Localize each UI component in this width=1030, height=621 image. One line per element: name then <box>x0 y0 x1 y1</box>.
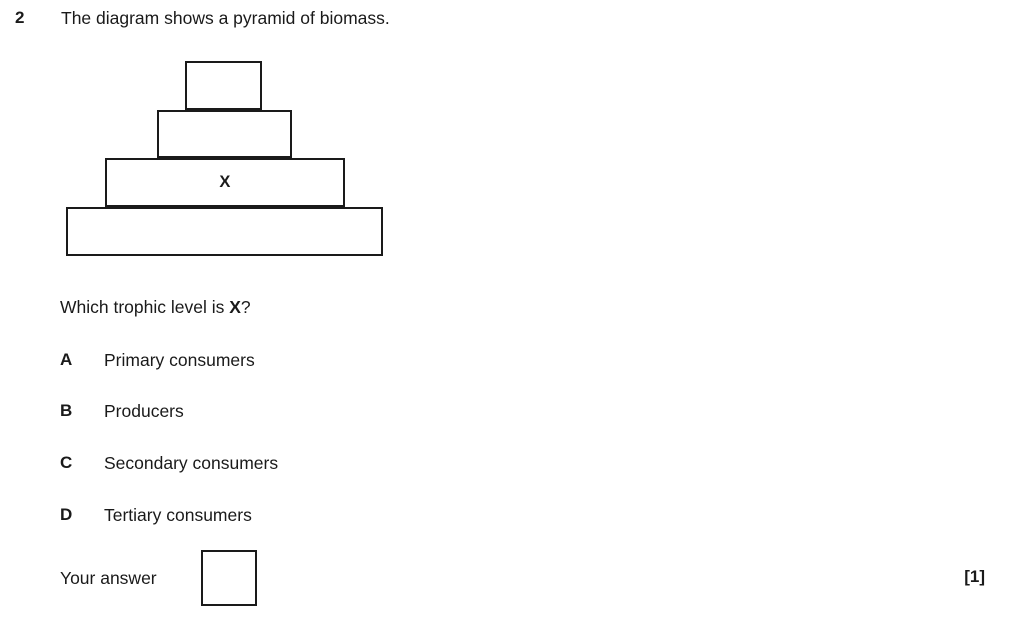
option-c-text: Secondary consumers <box>104 453 279 473</box>
question-prompt-prefix: Which trophic level is <box>60 297 230 317</box>
option-d-letter: D <box>60 505 73 524</box>
marks-allocation: [1] <box>964 567 985 586</box>
option-a-letter: A <box>60 350 73 369</box>
option-b-letter: B <box>60 401 73 420</box>
option-b-text: Producers <box>104 401 184 421</box>
pyramid-tier-1-label <box>187 63 260 108</box>
pyramid-tier-4-label <box>68 209 381 254</box>
pyramid-tier-3-label-x: X <box>219 173 231 191</box>
pyramid-tier-4 <box>66 207 383 256</box>
question-prompt: Which trophic level is X? <box>60 296 251 318</box>
pyramid-tier-1 <box>185 61 262 110</box>
question-stem: The diagram shows a pyramid of biomass. <box>61 8 390 28</box>
option-d-text: Tertiary consumers <box>104 505 252 525</box>
question-prompt-suffix: ? <box>240 297 251 317</box>
your-answer-box[interactable] <box>201 550 257 606</box>
pyramid-of-biomass-diagram: X <box>0 0 420 270</box>
pyramid-tier-2 <box>157 110 292 158</box>
pyramid-tier-3: X <box>105 158 345 207</box>
your-answer-label: Your answer <box>60 568 157 588</box>
pyramid-tier-2-label <box>159 112 290 156</box>
question-number: 2 <box>15 8 25 27</box>
option-a-text: Primary consumers <box>104 350 255 370</box>
option-c-letter: C <box>60 453 73 472</box>
question-prompt-highlight: X <box>229 297 241 317</box>
